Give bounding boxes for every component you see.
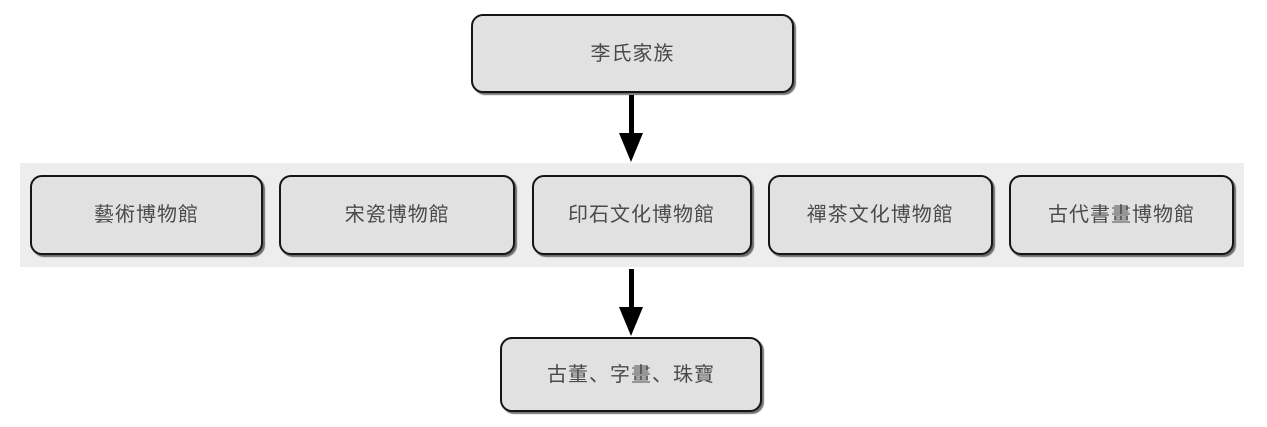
branch-node-label: 古代書畫博物館 — [1048, 204, 1195, 226]
branch-node-ancient-painting-calligraphy-museum: 古代書畫博物館 — [1009, 175, 1234, 255]
branch-node-seal-stone-culture-museum: 印石文化博物館 — [531, 175, 752, 255]
leaf-node: 古董、字畫、珠寶 — [500, 337, 762, 412]
branch-node-label: 宋瓷博物館 — [344, 204, 450, 226]
branches-band: 藝術博物館 宋瓷博物館 印石文化博物館 禪茶文化博物館 古代書畫博物館 — [20, 163, 1244, 267]
leaf-node-label: 古董、字畫、珠寶 — [547, 363, 715, 386]
branch-node-label: 藝術博物館 — [94, 204, 199, 226]
branch-node-label: 印石文化博物館 — [568, 204, 715, 226]
root-node: 李氏家族 — [471, 14, 794, 93]
arrow-head — [619, 133, 643, 162]
arrow-shaft — [628, 269, 634, 307]
down-arrow-icon — [619, 95, 643, 162]
branch-node-song-porcelain-museum: 宋瓷博物館 — [279, 175, 516, 255]
branch-node-label: 禪茶文化博物館 — [806, 204, 954, 226]
down-arrow-icon — [619, 269, 643, 336]
branch-node-art-museum: 藝術博物館 — [30, 175, 263, 255]
arrow-shaft — [628, 95, 634, 133]
root-node-label: 李氏家族 — [590, 42, 675, 65]
arrow-head — [619, 307, 643, 336]
branch-node-zen-tea-culture-museum: 禪茶文化博物館 — [767, 175, 993, 255]
